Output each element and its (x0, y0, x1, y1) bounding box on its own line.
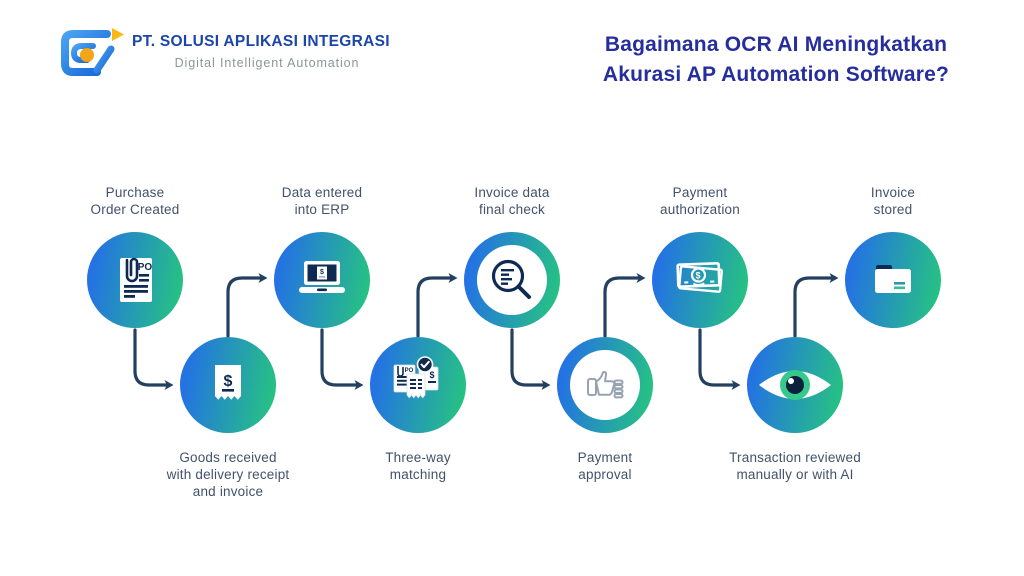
step-label: Payment approval (577, 450, 633, 482)
svg-text:$: $ (429, 370, 434, 380)
check-icon (420, 360, 430, 369)
step-payment-authorization: Payment authorization $ (652, 174, 748, 328)
step-label: Data entered into ERP (281, 185, 363, 217)
step-circle: $ (274, 232, 370, 328)
step-label: Goods received with delivery receipt and… (166, 450, 290, 499)
receipt-icon: $ (215, 365, 241, 400)
page-title-line2: Akurasi AP Automation Software? (602, 63, 950, 86)
step-data-entered-erp: Data entered into ERP $ (274, 174, 370, 328)
magnifier-icon (491, 259, 531, 299)
step-goods-received: $ Goods received with delivery receipt a… (167, 337, 289, 500)
step-payment-approval: Payment approval (557, 337, 653, 483)
company-name: PT. SOLUSI APLIKASI INTEGRASI (132, 33, 390, 50)
step-circle (464, 232, 560, 328)
arrow-erp-to-matching (320, 328, 364, 390)
step-label: Payment authorization (660, 185, 740, 217)
svg-text:PO: PO (405, 368, 414, 374)
page-title-line1: Bagaimana OCR AI Meningkatkan (604, 33, 948, 56)
eye-icon (759, 370, 831, 400)
arrow-matching-to-check (416, 273, 458, 338)
svg-text:$: $ (695, 270, 700, 280)
arrow-po-to-goods (133, 328, 174, 390)
company-logo: PT. SOLUSI APLIKASI INTEGRASI Digital In… (132, 33, 402, 70)
step-label: Three-way matching (385, 450, 451, 482)
step-circle (557, 337, 653, 433)
step-circle: $ (652, 232, 748, 328)
banknote-icon: $ (676, 262, 723, 293)
step-label: Invoice stored (870, 185, 916, 217)
step-three-way-matching: PO $ (370, 337, 466, 483)
step-circle: PO (87, 232, 183, 328)
step-label: Purchase Order Created (90, 185, 180, 217)
arrow-goods-to-erp (226, 273, 268, 338)
step-circle (845, 232, 941, 328)
documents-check-icon: PO $ (393, 356, 439, 399)
folder-icon (875, 265, 911, 293)
thumbs-up-icon (587, 370, 624, 399)
po-document-icon: PO (120, 257, 153, 302)
step-label: Invoice data final check (474, 185, 550, 217)
svg-text:$: $ (224, 373, 233, 390)
step-circle (747, 337, 843, 433)
laptop-erp-icon: $ (299, 261, 345, 293)
step-transaction-reviewed: Transaction reviewed manually or with AI (729, 337, 861, 483)
svg-text:PO: PO (138, 262, 153, 273)
step-label: Transaction reviewed manually or with AI (729, 450, 861, 482)
svg-text:$: $ (320, 269, 324, 276)
arrow-authorization-to-review (698, 328, 741, 390)
step-invoice-stored: Invoice stored (845, 174, 941, 328)
company-logo-icon (61, 28, 124, 76)
arrow-approval-to-authorization (603, 273, 646, 338)
step-circle: $ (180, 337, 276, 433)
step-invoice-final-check: Invoice data final check (464, 174, 560, 328)
company-tagline: Digital Intelligent Automation (174, 56, 360, 70)
arrow-check-to-approval (510, 328, 551, 390)
page-title: Bagaimana OCR AI Meningkatkan Akurasi AP… (566, 30, 986, 90)
step-circle: PO $ (370, 337, 466, 433)
arrow-review-to-stored (793, 273, 839, 338)
step-purchase-order-created: Purchase Order Created PO (87, 174, 183, 328)
